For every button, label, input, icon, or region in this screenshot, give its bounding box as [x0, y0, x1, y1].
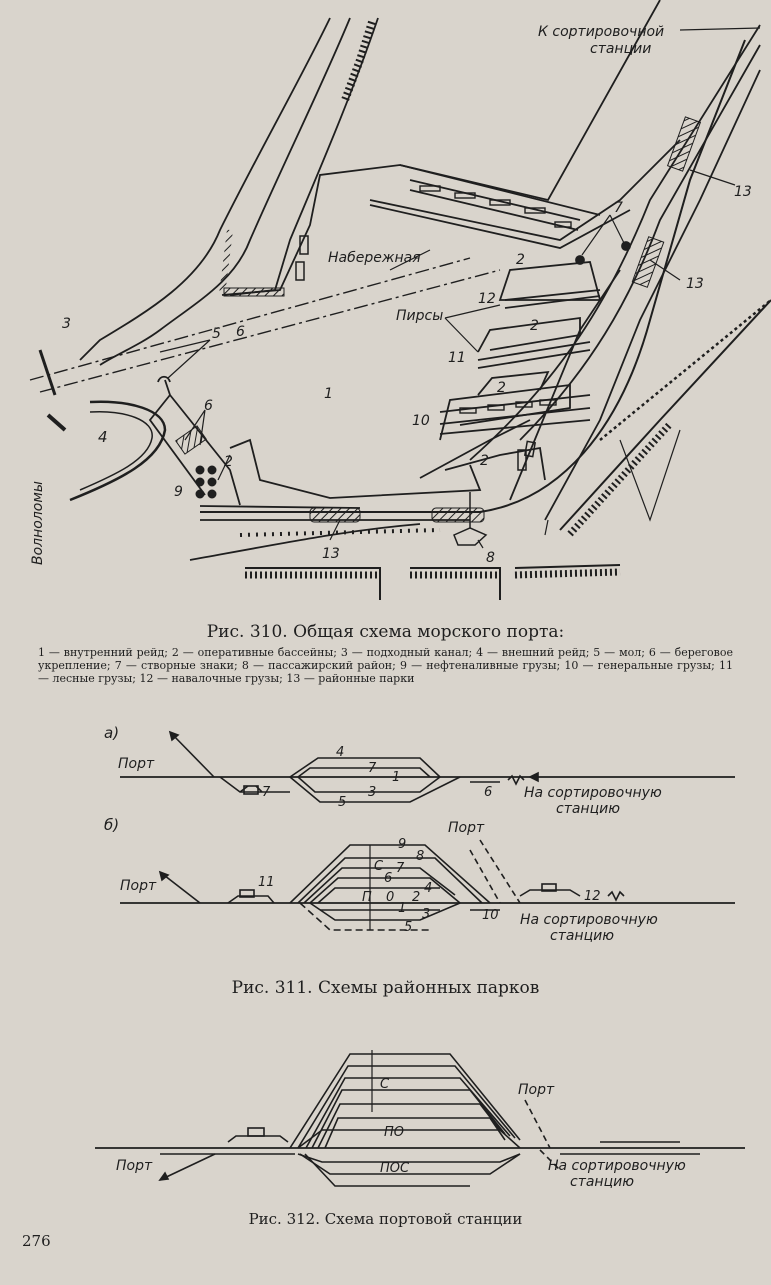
scheme-b-track-10: 10 — [482, 908, 499, 923]
breakwater-1 — [38, 349, 57, 396]
figure-311-caption: Рис. 311. Схемы районных парков — [231, 978, 540, 998]
num-2d: 2 — [480, 453, 489, 469]
scheme-b-dest-1: На сортировочную — [520, 912, 658, 928]
scheme-312-port: Порт — [116, 1158, 153, 1174]
num-6b: 6 — [204, 398, 213, 414]
scheme-b-track-6: 6 — [384, 871, 392, 886]
scheme-312-dest-1: На сортировочную — [548, 1158, 686, 1174]
num-3: 3 — [62, 316, 71, 332]
num-13a: 13 — [734, 184, 752, 200]
figure-310-diagram: К сортировочной станции Набережная Пирсы… — [29, 0, 771, 600]
figure-310-legend: 1 — внутренний рейд; 2 — оперативные бас… — [38, 646, 733, 685]
scheme-b-dest-2: станцию — [550, 928, 614, 944]
scheme-b-track-2: 2 — [412, 890, 420, 905]
shore-hatch-top — [341, 20, 376, 102]
scheme-b-track-12: 12 — [584, 889, 601, 904]
scheme-b-track-3: 3 — [422, 907, 430, 922]
label-piers: Пирсы — [396, 308, 443, 324]
num-2a: 2 — [516, 252, 525, 268]
scheme-b-track-11: 11 — [258, 875, 275, 890]
num-13c: 13 — [322, 546, 340, 562]
shore-line-3 — [229, 17, 379, 296]
num-2c: 2 — [497, 380, 506, 396]
shore-line-inner — [99, 17, 351, 366]
scheme-b-track-9: 9 — [398, 837, 406, 852]
scheme-b-track-1: 1 — [398, 901, 406, 916]
scheme-b-track-7: 7 — [396, 861, 405, 876]
label-embankment: Набережная — [328, 250, 421, 266]
scheme-b-port-2: Порт — [448, 820, 485, 836]
num-5: 5 — [212, 326, 221, 342]
main-rail-bottom — [200, 39, 746, 513]
scheme-b-port: Порт — [120, 878, 157, 894]
label-breakwaters: Волноломы — [30, 481, 46, 565]
num-2e: 2 — [224, 454, 233, 470]
scheme-312-port-2: Порт — [518, 1082, 555, 1098]
oil-tanks — [195, 465, 217, 499]
figure-311-diagram: а) Порт 4 7 1 3 5 7 6 На сортировочную с… — [104, 724, 735, 944]
scheme-b-track-0: 0 — [386, 890, 394, 905]
scheme-a-dest-1: На сортировочную — [524, 785, 662, 801]
num-9: 9 — [174, 484, 183, 500]
inner-harbour-south — [229, 438, 482, 499]
label-to-sorting: К сортировочной — [538, 24, 664, 40]
pier-2b — [477, 370, 550, 396]
num-6a: 6 — [236, 324, 245, 340]
num-1: 1 — [324, 386, 333, 402]
scheme-a-track-4: 4 — [336, 745, 344, 760]
num-8: 8 — [486, 550, 495, 566]
scheme-312-dest-2: станцию — [570, 1174, 634, 1190]
scheme-a-track-7: 7 — [368, 761, 377, 776]
num-13b: 13 — [686, 276, 704, 292]
num-10: 10 — [412, 413, 430, 429]
num-2b: 2 — [530, 318, 539, 334]
figure-310-caption: Рис. 310. Общая схема морского порта: — [206, 622, 565, 642]
scheme-b-track-8: 8 — [416, 849, 424, 864]
figure-312-diagram: Порт Порт С ПО ПОС На сортировочную стан… — [95, 1050, 745, 1190]
breakwater-2 — [46, 413, 67, 432]
scheme-b-track-C: С — [374, 859, 384, 874]
label-to-sorting-2: станции — [590, 41, 651, 57]
approach-channel — [39, 269, 501, 393]
num-11: 11 — [448, 350, 466, 366]
outer-roadstead-coast — [69, 400, 167, 502]
scheme-a-dest-2: станцию — [556, 801, 620, 817]
scheme-a-port: Порт — [118, 756, 155, 772]
num-4: 4 — [98, 428, 108, 446]
pier-11 — [477, 316, 581, 353]
scheme-312-track-POS: ПОС — [380, 1161, 410, 1176]
scheme-a-track-6: 6 — [484, 785, 492, 800]
num-12: 12 — [478, 291, 496, 307]
scheme-b-tag: б) — [104, 816, 119, 834]
shore-line-outer — [79, 17, 331, 361]
bottom-rail-spur — [189, 523, 421, 561]
pier-12 — [498, 261, 602, 301]
scheme-b-track-4: 4 — [424, 881, 432, 896]
num-7: 7 — [614, 200, 623, 216]
north-rail-border — [399, 0, 661, 202]
scheme-a-track-3: 3 — [368, 785, 376, 800]
figure-312-caption: Рис. 312. Схема портовой станции — [248, 1210, 523, 1228]
scheme-312-track-PO: ПО — [384, 1125, 404, 1140]
scheme-a-track-7a: 7 — [262, 785, 271, 800]
scheme-312-track-C: С — [380, 1077, 390, 1092]
scheme-a-tag: а) — [104, 724, 119, 742]
scheme-a-track-5: 5 — [338, 795, 346, 810]
page-number: 276 — [22, 1232, 51, 1250]
scheme-b-track-5: 5 — [404, 920, 412, 935]
scheme-a-track-1: 1 — [392, 770, 400, 785]
scheme-b-track-P: П — [362, 890, 372, 905]
south-shore — [245, 564, 621, 600]
